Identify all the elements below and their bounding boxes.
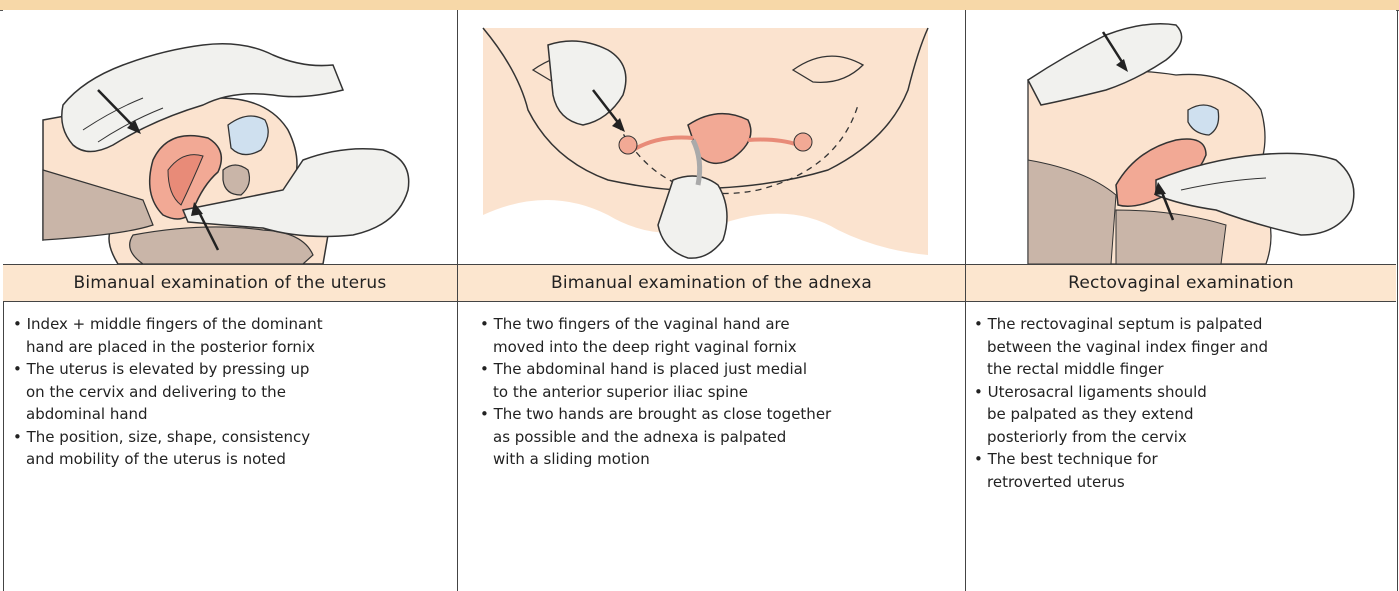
adnexa-exam-illustration <box>458 10 965 264</box>
rectovaginal-step-1: The rectovaginal septum is palpated betw… <box>974 313 1268 381</box>
rectovaginal-step-3: The best technique for retroverted uteru… <box>974 448 1268 493</box>
adnexa-step-1: The two fingers of the vaginal hand are … <box>480 313 831 358</box>
uterus-step-1: Index + middle fingers of the dominant h… <box>13 313 323 358</box>
rectovaginal-exam-illustration <box>966 10 1396 264</box>
rectovaginal-exam-heading-band: Rectovaginal examination <box>966 264 1396 302</box>
uterus-exam-steps: Index + middle fingers of the dominant h… <box>13 313 323 471</box>
adnexa-exam-heading-band: Bimanual examination of the adnexa <box>458 264 965 302</box>
panel-rectovaginal-exam: Rectovaginal examination The rectovagina… <box>966 10 1396 591</box>
rectovaginal-exam-drawing <box>966 10 1396 264</box>
panel-uterus-exam: Bimanual examination of the uterus Index… <box>3 10 457 591</box>
adnexa-exam-drawing <box>458 10 965 264</box>
rectovaginal-step-2: Uterosacral ligaments should be palpated… <box>974 381 1268 449</box>
uterus-exam-heading: Bimanual examination of the uterus <box>74 273 387 293</box>
uterus-step-3: The position, size, shape, consistency a… <box>13 426 323 471</box>
adnexa-exam-steps: The two fingers of the vaginal hand are … <box>480 313 831 471</box>
uterus-step-2: The uterus is elevated by pressing up on… <box>13 358 323 426</box>
adnexa-step-2: The abdominal hand is placed just medial… <box>480 358 831 403</box>
rectovaginal-exam-steps: The rectovaginal septum is palpated betw… <box>974 313 1268 493</box>
adnexa-step-3: The two hands are brought as close toget… <box>480 403 831 471</box>
panel-adnexa-exam: Bimanual examination of the adnexa The t… <box>458 10 965 591</box>
adnexa-exam-heading: Bimanual examination of the adnexa <box>551 273 872 293</box>
rectovaginal-exam-heading: Rectovaginal examination <box>1068 273 1294 293</box>
uterus-exam-drawing <box>3 10 457 264</box>
uterus-exam-illustration <box>3 10 457 264</box>
uterus-exam-heading-band: Bimanual examination of the uterus <box>3 264 457 302</box>
